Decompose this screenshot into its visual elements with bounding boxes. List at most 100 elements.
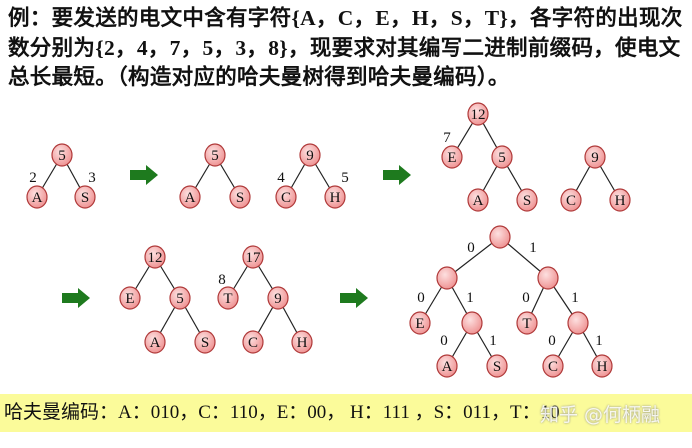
node-label: S xyxy=(201,335,209,351)
node-circle xyxy=(324,185,346,209)
tree-node: C xyxy=(542,354,564,378)
node-circle xyxy=(74,185,96,209)
tree-node xyxy=(436,266,458,290)
node-label: 5 xyxy=(58,148,66,164)
node-label: T xyxy=(223,291,232,307)
tree-node: E xyxy=(409,311,431,335)
tree-node: C xyxy=(275,185,297,209)
tree-node: H xyxy=(324,185,346,209)
edge-label: 3 xyxy=(88,170,96,186)
edge-label: 4 xyxy=(277,170,285,186)
node-circle xyxy=(467,188,489,212)
tree-node: 9 xyxy=(267,286,289,310)
tree-node: A xyxy=(144,330,166,354)
tree-node: 5 xyxy=(51,143,73,167)
node-label: A xyxy=(442,359,453,375)
node-label: H xyxy=(597,359,608,375)
node-label: E xyxy=(447,150,456,166)
node-label: A xyxy=(185,190,196,206)
tree-node: S xyxy=(516,188,538,212)
edge-label: 1 xyxy=(489,333,497,349)
node-circle xyxy=(436,266,458,290)
node-label: 9 xyxy=(274,291,282,307)
node-circle xyxy=(229,185,251,209)
node-label: E xyxy=(415,316,424,332)
node-circle xyxy=(169,286,191,310)
node-label: H xyxy=(330,190,341,206)
arrow-icon xyxy=(340,288,368,308)
tree-node: S xyxy=(74,185,96,209)
node-circle xyxy=(144,245,166,269)
node-label: A xyxy=(473,193,484,209)
node-circle xyxy=(560,188,582,212)
node-label: C xyxy=(248,335,258,351)
tree-node: H xyxy=(591,354,613,378)
tree-node: A xyxy=(26,185,48,209)
node-circle xyxy=(26,185,48,209)
tree-node xyxy=(461,311,483,335)
node-label: 17 xyxy=(246,250,262,266)
tree-node: E xyxy=(119,286,141,310)
node-label: C xyxy=(281,190,291,206)
node-label: 5 xyxy=(211,148,219,164)
tree-node: H xyxy=(609,188,631,212)
tree-node: C xyxy=(560,188,582,212)
node-circle xyxy=(567,311,589,335)
tree-node: C xyxy=(242,330,264,354)
node-circle xyxy=(461,311,483,335)
node-circle xyxy=(119,286,141,310)
tree-node: 5 xyxy=(204,143,226,167)
tree-node xyxy=(489,225,511,249)
node-label: C xyxy=(566,193,576,209)
node-label: E xyxy=(125,291,134,307)
node-label: A xyxy=(32,190,43,206)
edge-label: 1 xyxy=(571,290,579,306)
tree-node: 9 xyxy=(584,145,606,169)
node-circle xyxy=(291,330,313,354)
tree-node xyxy=(567,311,589,335)
arrow-icon xyxy=(130,165,158,185)
node-circle xyxy=(179,185,201,209)
node-circle xyxy=(491,145,513,169)
node-circle xyxy=(537,266,559,290)
edge-label: 0 xyxy=(548,333,556,349)
node-circle xyxy=(436,354,458,378)
edge-label: 1 xyxy=(466,290,474,306)
tree-node: E xyxy=(441,145,463,169)
edge-label: 8 xyxy=(218,272,226,288)
node-circle xyxy=(217,286,239,310)
node-label: S xyxy=(493,359,501,375)
node-label: S xyxy=(236,190,244,206)
node-circle xyxy=(467,102,489,126)
tree-node xyxy=(537,266,559,290)
edge-label: 5 xyxy=(341,170,349,186)
tree-node: A xyxy=(436,354,458,378)
tree-node: T xyxy=(217,286,239,310)
node-label: H xyxy=(297,335,308,351)
node-circle xyxy=(591,354,613,378)
node-label: C xyxy=(548,359,558,375)
tree-node: H xyxy=(291,330,313,354)
node-label: A xyxy=(150,335,161,351)
problem-statement: 例：要发送的电文中含有字符{A，C，E，H，S，T}，各字符的出现次数分别为{2… xyxy=(8,6,683,89)
result-bar: 哈夫曼编码：A：010，C：110，E：00， H：111 ，S：011，T：1… xyxy=(0,394,692,432)
node-circle xyxy=(299,143,321,167)
tree-node: A xyxy=(467,188,489,212)
arrow-icon xyxy=(383,165,411,185)
tree-edge xyxy=(446,236,501,279)
node-label: 12 xyxy=(471,107,486,123)
node-label: 5 xyxy=(498,150,506,166)
edge-label: 0 xyxy=(522,290,530,306)
tree-node: 12 xyxy=(467,102,489,126)
node-circle xyxy=(144,330,166,354)
node-circle xyxy=(486,354,508,378)
node-circle xyxy=(194,330,216,354)
node-circle xyxy=(204,143,226,167)
node-circle xyxy=(609,188,631,212)
tree-node: S xyxy=(194,330,216,354)
tree-node: S xyxy=(229,185,251,209)
node-circle xyxy=(542,354,564,378)
node-label: S xyxy=(523,193,531,209)
node-label: 9 xyxy=(591,150,599,166)
